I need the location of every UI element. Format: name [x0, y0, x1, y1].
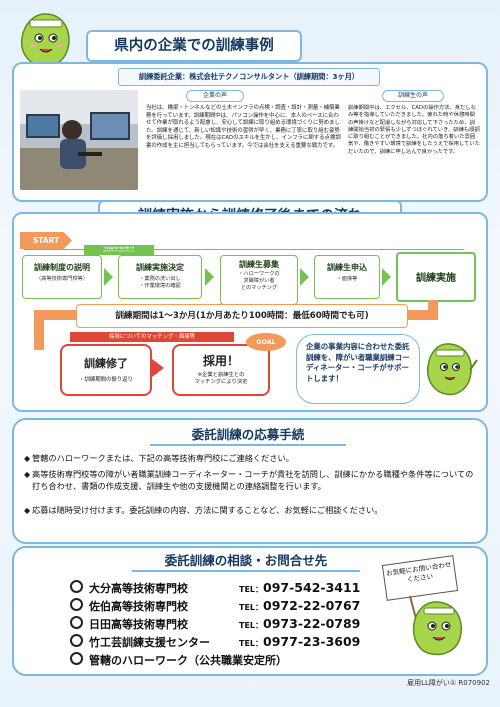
- consider-tag-text: 訓練実施検討: [103, 247, 135, 253]
- contact-name-bamboo: 竹工芸訓練支援センター: [89, 636, 210, 649]
- contact-row-hellowork: 管轄のハローワーク（公共職業安定所）: [70, 652, 287, 670]
- step-apply-sub: ・面接等: [336, 276, 358, 282]
- contact-name-oita: 大分高等技術専門校: [89, 582, 188, 595]
- support-bubble: 企業の事業内容に合わせた委託訓練を、障がい者職業訓練コーディネーター・コーチがサ…: [296, 334, 420, 404]
- support-bubble-text: 企業の事業内容に合わせた委託訓練を、障がい者職業訓練コーディネーター・コーチがサ…: [306, 342, 410, 383]
- company-voice-text: 当社は、橋梁・トンネルなどの土木インフラの点検・調査・設計・測量・補償業務を行っ…: [146, 105, 341, 149]
- contact-row-hita: 日田高等技術専門校 TEL：0973-22-0789: [70, 616, 360, 634]
- contact-tel-oita: 097-542-3411: [263, 580, 361, 595]
- step-explain: 訓練制度の説明 （高等技術専門校等）: [22, 255, 102, 299]
- company-label: 訓練委託企業：株式会社テクノコンサルタント（訓練期間：3ヶ月）: [118, 68, 380, 86]
- tel-label-saiki: TEL：: [239, 603, 264, 612]
- contact-row-bamboo: 竹工芸訓練支援センター TEL：0977-23-3609: [70, 634, 360, 652]
- company-voice: 企業の声 当社は、橋梁・トンネルなどの土木インフラの点検・調査・設計・測量・補償…: [146, 90, 342, 194]
- contact-title: 委託訓練の相談・お問合せ先: [132, 552, 360, 572]
- contact-circle-icon: [70, 652, 83, 665]
- red-arrow: [152, 359, 164, 377]
- flow-arrow-1: [104, 268, 113, 286]
- company-voice-title: 企業の声: [186, 90, 244, 102]
- step-apply: 訓練生申込 ・面接等: [314, 255, 380, 299]
- completion-title: 訓練修了: [84, 357, 128, 370]
- contact-circle-icon: [70, 580, 83, 593]
- step-decide-title: 訓練実施決定: [136, 263, 184, 272]
- step-decide: 訓練実施決定 ・業務の洗い出し ・作業環境の確認: [118, 255, 202, 299]
- contact-title-text: 委託訓練の相談・お問合せ先: [164, 553, 328, 568]
- step-decide-sub: ・業務の洗い出し ・作業環境の確認: [139, 276, 181, 289]
- trainee-voice: 訓練生の声 訓練期間中は、エクセル、CADの操作方法、身だしなみ等を指導していた…: [348, 90, 480, 194]
- step-recruit: 訓練生募集 ・ハローワークの 求職障がい者 とのマッチング: [220, 255, 298, 305]
- step-execute: 訓練実施: [396, 252, 476, 302]
- bullet-diamond-2: ◆: [24, 470, 31, 479]
- case-section-title-text: 県内の企業での訓練事例: [114, 38, 274, 54]
- tel-label-oita: TEL：: [239, 585, 264, 594]
- contact-row-saiki: 佐伯高等技術専門校 TEL：0972-22-0767: [70, 598, 360, 616]
- matching-tag: 採用についてのマッチング・面接等: [70, 332, 234, 342]
- inquiry-flag-text: お気軽にお問い合わせください: [385, 560, 452, 584]
- period-banner-text: 訓練期間は1～3か月(1か月あたり100時間：最低60時間でも可): [115, 311, 369, 321]
- hire-title: 採用！: [202, 354, 239, 368]
- footer-code: 雇用LL障がい① R070902: [407, 679, 490, 687]
- apply-card: [12, 418, 488, 544]
- contact-circle-icon: [70, 598, 83, 611]
- flow-arrow-2: [205, 268, 214, 286]
- completion-sub: ・訓練期間の振り返り: [79, 377, 133, 383]
- hire-sub: ※企業と訓練生との マッチングにより決定: [194, 372, 248, 385]
- start-tag: START: [20, 232, 72, 249]
- contact-name-saiki: 佐伯高等技術専門校: [89, 600, 188, 613]
- case-section-title: 県内の企業での訓練事例: [86, 30, 302, 62]
- bullet-diamond-1: ◆: [24, 454, 31, 463]
- apply-bullet-3: 応募は随時受け付けます。委託訓練の内容、方法に関することなど、お気軽にご相談くだ…: [32, 505, 383, 515]
- contact-name-hellowork: 管轄のハローワーク（公共職業安定所）: [89, 654, 287, 667]
- contact-name-hita: 日田高等技術専門校: [89, 618, 188, 631]
- trainee-voice-text: 訓練期間中は、エクセル、CADの操作方法、身だしなみ等を指導していただきました。…: [348, 105, 480, 155]
- step-execute-title: 訓練実施: [416, 273, 456, 284]
- start-tag-text: START: [32, 236, 60, 245]
- period-banner: 訓練期間は1～3か月(1か月あたり100時間：最低60時間でも可): [76, 304, 408, 328]
- return-arrow-vertical: [428, 300, 438, 314]
- apply-title-text: 委託訓練の応募手続: [191, 427, 305, 442]
- apply-bullet-2: 高等技術専門校等の障がい者職業訓練コーディネーター・コーチが貴社を訪問し、訓練に…: [32, 469, 474, 491]
- step-explain-title: 訓練制度の説明: [34, 263, 90, 272]
- contact-tel-saiki: 0972-22-0767: [263, 598, 361, 613]
- consider-tag: 訓練実施検討: [84, 245, 154, 255]
- tel-label-bamboo: TEL：: [239, 639, 264, 648]
- hire-box: 採用！ ※企業と訓練生との マッチングにより決定: [172, 344, 270, 396]
- completion-box: 訓練修了 ・訓練期間の振り返り: [60, 344, 152, 396]
- green-bracket: [24, 249, 464, 251]
- apply-title: 委託訓練の応募手続: [150, 426, 346, 446]
- return-arrow-down: [34, 310, 44, 350]
- contact-circle-icon: [70, 634, 83, 647]
- step-explain-sub: （高等技術専門校等）: [36, 276, 88, 282]
- case-card: 訓練委託企業：株式会社テクノコンサルタント（訓練期間：3ヶ月） 企業の声 当社は…: [12, 62, 488, 202]
- step-recruit-title: 訓練生募集: [239, 260, 279, 269]
- contact-tel-bamboo: 0977-23-3609: [263, 634, 361, 649]
- contact-circle-icon: [70, 616, 83, 629]
- goal-tag-text: GOAL: [256, 338, 276, 346]
- bullet-diamond-3: ◆: [24, 506, 31, 515]
- matching-tag-text: 採用についてのマッチング・面接等: [108, 334, 196, 340]
- apply-bullet-1: 管轄のハローワークまたは、下記の高等技術専門校にご連絡ください。: [32, 453, 294, 463]
- mascot-contact: [404, 594, 470, 660]
- step-recruit-sub: ・ハローワークの 求職障がい者 とのマッチング: [238, 271, 280, 291]
- company-label-text: 訓練委託企業：株式会社テクノコンサルタント（訓練期間：3ヶ月）: [138, 72, 360, 81]
- office-photo: [20, 90, 138, 190]
- tel-label-hita: TEL：: [239, 621, 264, 630]
- mascot-flow: [422, 340, 478, 400]
- step-apply-title: 訓練生申込: [327, 263, 367, 272]
- contact-tel-hita: 0973-22-0789: [263, 616, 361, 631]
- goal-tag: GOAL: [246, 333, 286, 351]
- trainee-voice-title: 訓練生の声: [382, 90, 444, 102]
- flow-arrow-3: [300, 268, 309, 286]
- flow-arrow-4: [382, 268, 391, 286]
- contact-row-oita: 大分高等技術専門校 TEL：097-542-3411: [70, 580, 360, 598]
